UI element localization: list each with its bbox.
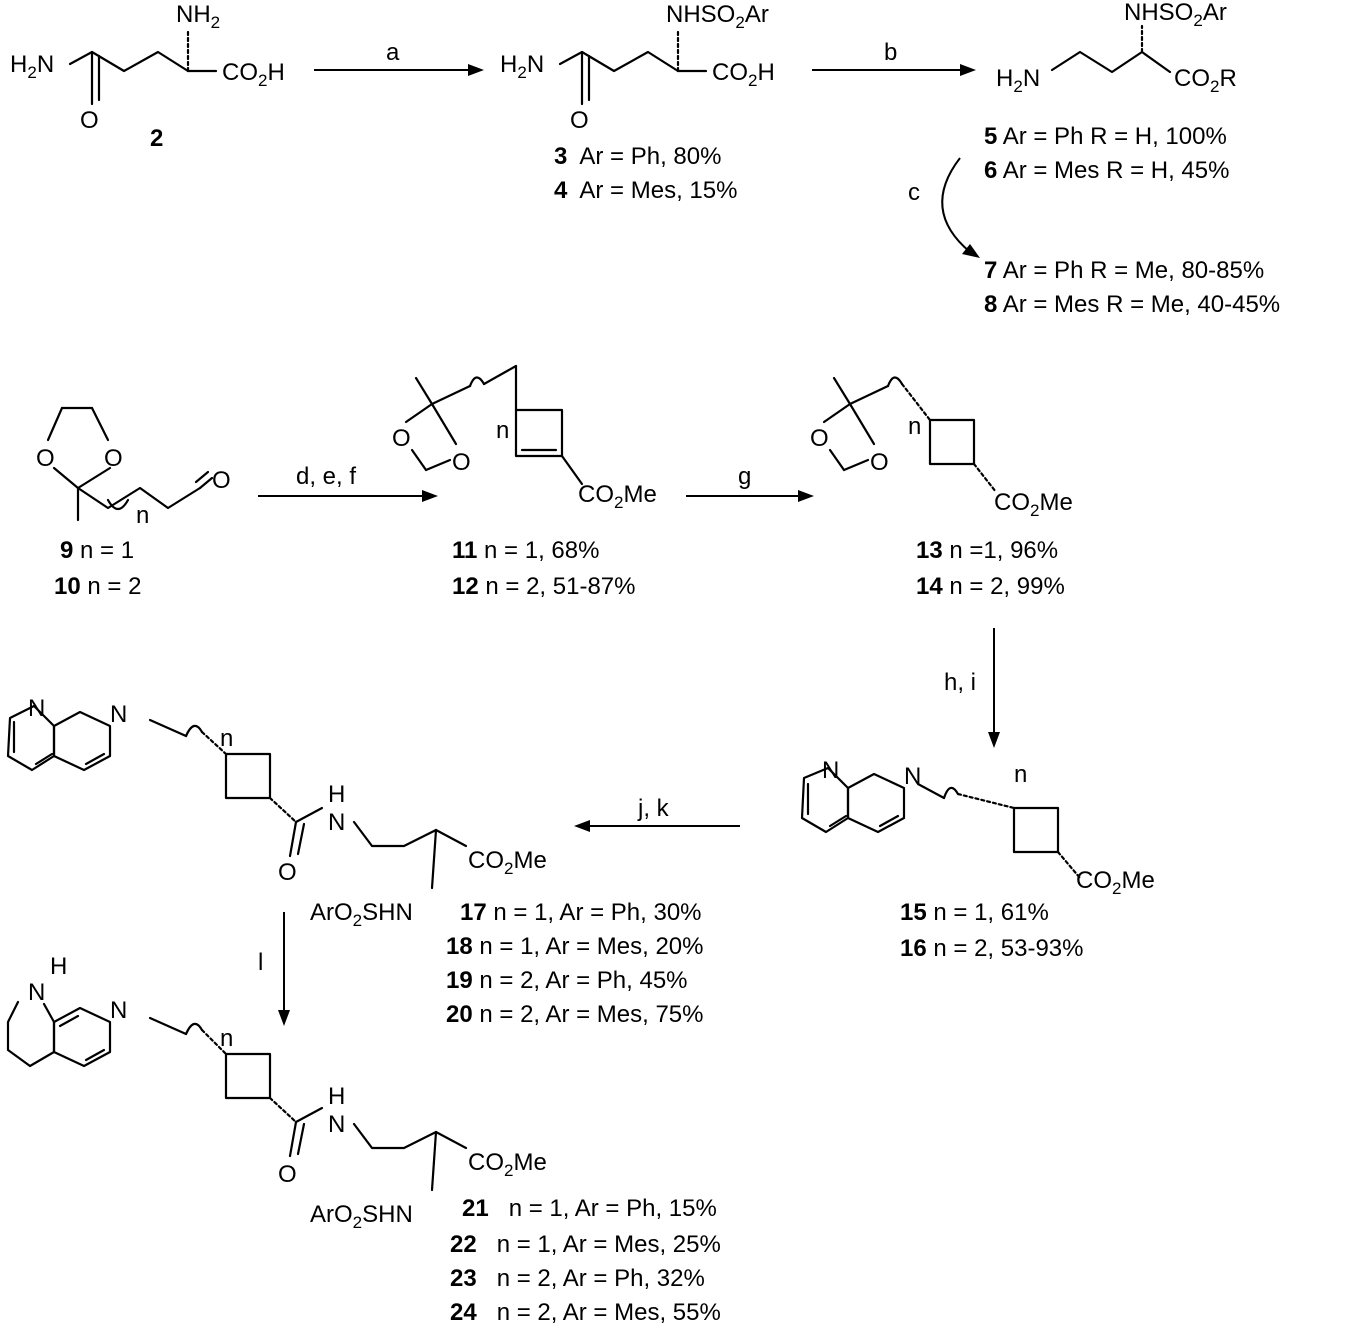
label-19: 19 n = 2, Ar = Ph, 45%	[446, 967, 688, 994]
label-20: 20 n = 2, Ar = Mes, 75%	[446, 1001, 704, 1028]
label-7: 7 Ar = Ph R = Me, 80-85%	[984, 257, 1264, 284]
atom-o: O	[452, 449, 471, 476]
reagent-b: b	[884, 39, 897, 66]
compound-15-16: N N n CO2Me 15 n = 1, 61% 16 n = 2, 53-9…	[800, 757, 1155, 962]
atom-nh-h: H	[50, 953, 67, 980]
atom-n-index: n	[908, 413, 921, 440]
label-5: 5 Ar = Ph R = H, 100%	[984, 123, 1227, 150]
arrow-jk: j, k	[574, 795, 740, 832]
atom-co2h: CO2H	[222, 59, 285, 90]
atom-n: N	[110, 701, 127, 728]
compound-9-10: O O n O 9 n = 1 10 n = 2	[36, 406, 231, 600]
compound-5-8: H2N NHSO2Ar CO2R 5 Ar = Ph R = H, 100% 6…	[984, 0, 1280, 318]
compound-3-4: H2N O NHSO2Ar CO2H 3 Ar = Ph, 80% 4 Ar =…	[500, 1, 775, 204]
arrow-l: l	[258, 912, 290, 1026]
atom-o: O	[278, 859, 297, 886]
label-3: 3 Ar = Ph, 80%	[554, 143, 721, 170]
label-13: 13 n =1, 96%	[916, 537, 1058, 564]
atom-n-index: n	[1014, 761, 1027, 788]
atom-o: O	[212, 467, 231, 494]
atom-co2me: CO2Me	[578, 481, 657, 512]
atom-nhso2ar: NHSO2Ar	[1124, 0, 1227, 30]
compound-2: H2N O NH2 CO2H 2	[10, 1, 285, 152]
atom-o: O	[570, 107, 589, 134]
compound-17-20: N N n O H N CO2Me ArO2SHN 17 n = 1, Ar =…	[6, 695, 704, 1028]
label-23: 23 n = 2, Ar = Ph, 32%	[450, 1265, 705, 1292]
atom-n: N	[28, 695, 45, 722]
label-8: 8 Ar = Mes R = Me, 40-45%	[984, 291, 1280, 318]
atom-nhso2ar: NHSO2Ar	[666, 1, 769, 32]
atom-h2n: H2N	[10, 51, 54, 82]
label-21: 21 n = 1, Ar = Ph, 15%	[462, 1195, 717, 1222]
atom-nh2: NH2	[176, 1, 220, 32]
atom-nh-h: H	[328, 781, 345, 808]
reagent-def: d, e, f	[296, 463, 356, 490]
label-15: 15 n = 1, 61%	[900, 899, 1049, 926]
atom-co2me: CO2Me	[468, 847, 547, 878]
atom-co2me: CO2Me	[1076, 867, 1155, 898]
label-12: 12 n = 2, 51-87%	[452, 573, 635, 600]
atom-n: N	[28, 979, 45, 1006]
reagent-g: g	[738, 463, 751, 490]
atom-n: N	[904, 763, 921, 790]
label-10: 10 n = 2	[54, 573, 141, 600]
atom-h2n: H2N	[500, 51, 544, 82]
compound-13-14: O O n CO2Me 13 n =1, 96% 14 n = 2, 99%	[810, 376, 1073, 600]
reagent-jk: j, k	[637, 795, 670, 822]
label-2: 2	[150, 125, 163, 152]
label-4: 4 Ar = Mes, 15%	[554, 177, 737, 204]
arrow-a: a	[314, 39, 484, 76]
arrow-c: c	[908, 157, 980, 258]
atom-o: O	[392, 425, 411, 452]
atom-co2me: CO2Me	[468, 1149, 547, 1180]
reagent-c: c	[908, 179, 920, 206]
atom-o: O	[36, 445, 55, 472]
compound-11-12: O O n CO2Me 11 n = 1, 68% 12 n = 2, 51-8…	[392, 364, 657, 600]
atom-nh-n: N	[328, 1111, 345, 1138]
atom-nh-h: H	[328, 1083, 345, 1110]
atom-co2h: CO2H	[712, 59, 775, 90]
atom-n-index: n	[496, 417, 509, 444]
atom-h2n: H2N	[996, 65, 1040, 96]
atom-co2me: CO2Me	[994, 489, 1073, 520]
arrow-hi: h, i	[944, 628, 1000, 748]
atom-co2r: CO2R	[1174, 65, 1237, 96]
reagent-a: a	[386, 39, 400, 66]
label-22: 22 n = 1, Ar = Mes, 25%	[450, 1231, 721, 1258]
label-16: 16 n = 2, 53-93%	[900, 935, 1083, 962]
arrow-b: b	[812, 39, 976, 76]
reagent-l: l	[258, 949, 263, 976]
atom-o: O	[870, 449, 889, 476]
atom-o: O	[810, 425, 829, 452]
atom-n: N	[110, 997, 127, 1024]
label-17: 17 n = 1, Ar = Ph, 30%	[460, 899, 702, 926]
arrow-def: d, e, f	[258, 463, 438, 502]
atom-aro2shn: ArO2SHN	[310, 1201, 413, 1232]
atom-nh-n: N	[328, 809, 345, 836]
atom-n-index: n	[220, 1025, 233, 1052]
atom-aro2shn: ArO2SHN	[310, 899, 413, 930]
atom-n: N	[822, 757, 839, 784]
arrow-g: g	[686, 463, 814, 502]
label-6: 6 Ar = Mes R = H, 45%	[984, 157, 1229, 184]
atom-o: O	[278, 1161, 297, 1188]
compound-21-24: H N N n O H N CO2Me ArO2SHN 21 n = 1, Ar…	[6, 953, 721, 1326]
label-9: 9 n = 1	[60, 537, 134, 564]
label-14: 14 n = 2, 99%	[916, 573, 1065, 600]
atom-n-index: n	[136, 502, 149, 529]
atom-o: O	[104, 445, 123, 472]
atom-n-index: n	[220, 725, 233, 752]
label-18: 18 n = 1, Ar = Mes, 20%	[446, 933, 704, 960]
atom-o: O	[80, 107, 99, 134]
label-11: 11 n = 1, 68%	[452, 537, 599, 564]
reagent-hi: h, i	[944, 669, 976, 696]
label-24: 24 n = 2, Ar = Mes, 55%	[450, 1299, 721, 1326]
